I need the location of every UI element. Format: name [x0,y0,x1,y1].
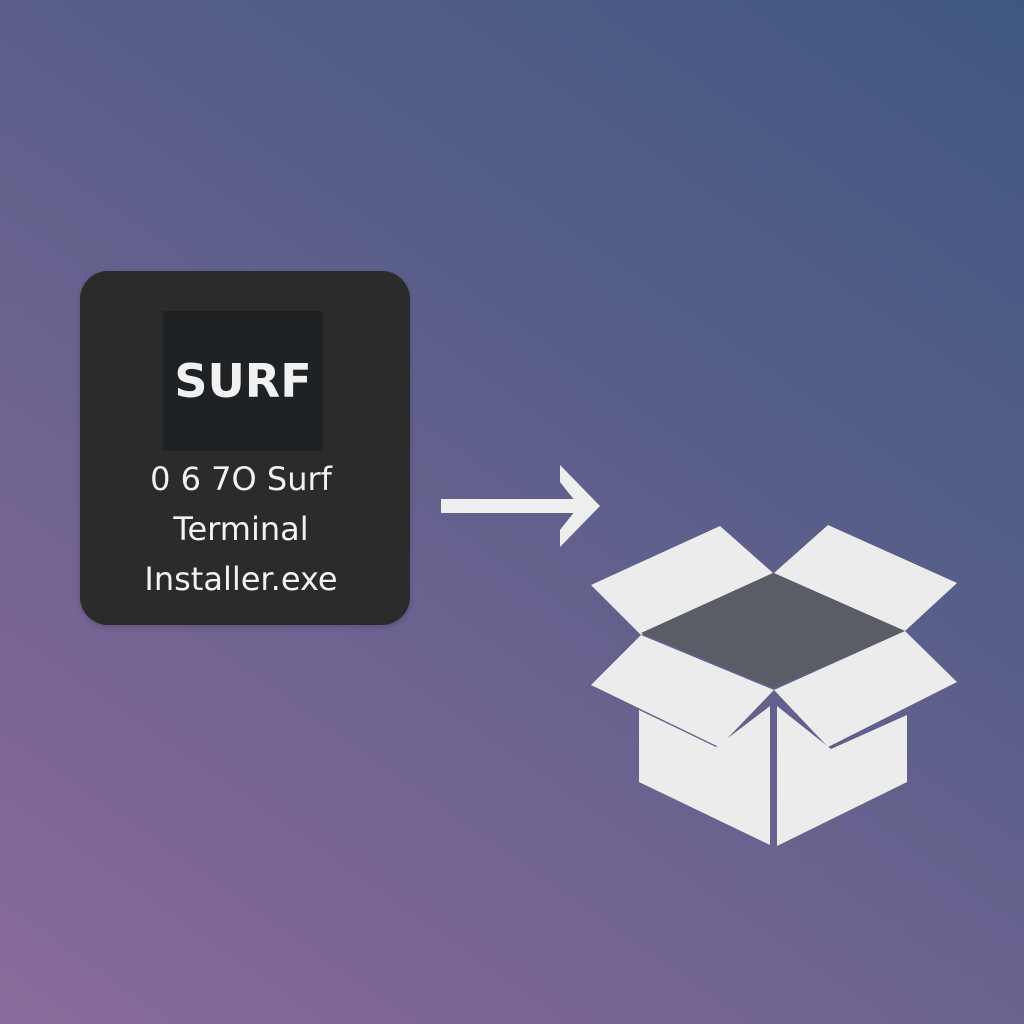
open-box-icon [591,525,957,846]
file-name-line: 0 6 7O Surf [150,460,332,498]
file-name-label: 0 6 7O Surf Terminal Installer.exe [80,454,402,604]
installer-file-icon[interactable]: SURF 0 6 7O Surf Terminal Installer.exe [80,271,410,625]
arrow-right-icon [441,465,600,547]
file-name-line: Terminal [173,510,309,548]
file-name-line: Installer.exe [144,560,338,598]
logo-text: SURF [174,354,312,408]
app-logo: SURF [163,311,323,451]
